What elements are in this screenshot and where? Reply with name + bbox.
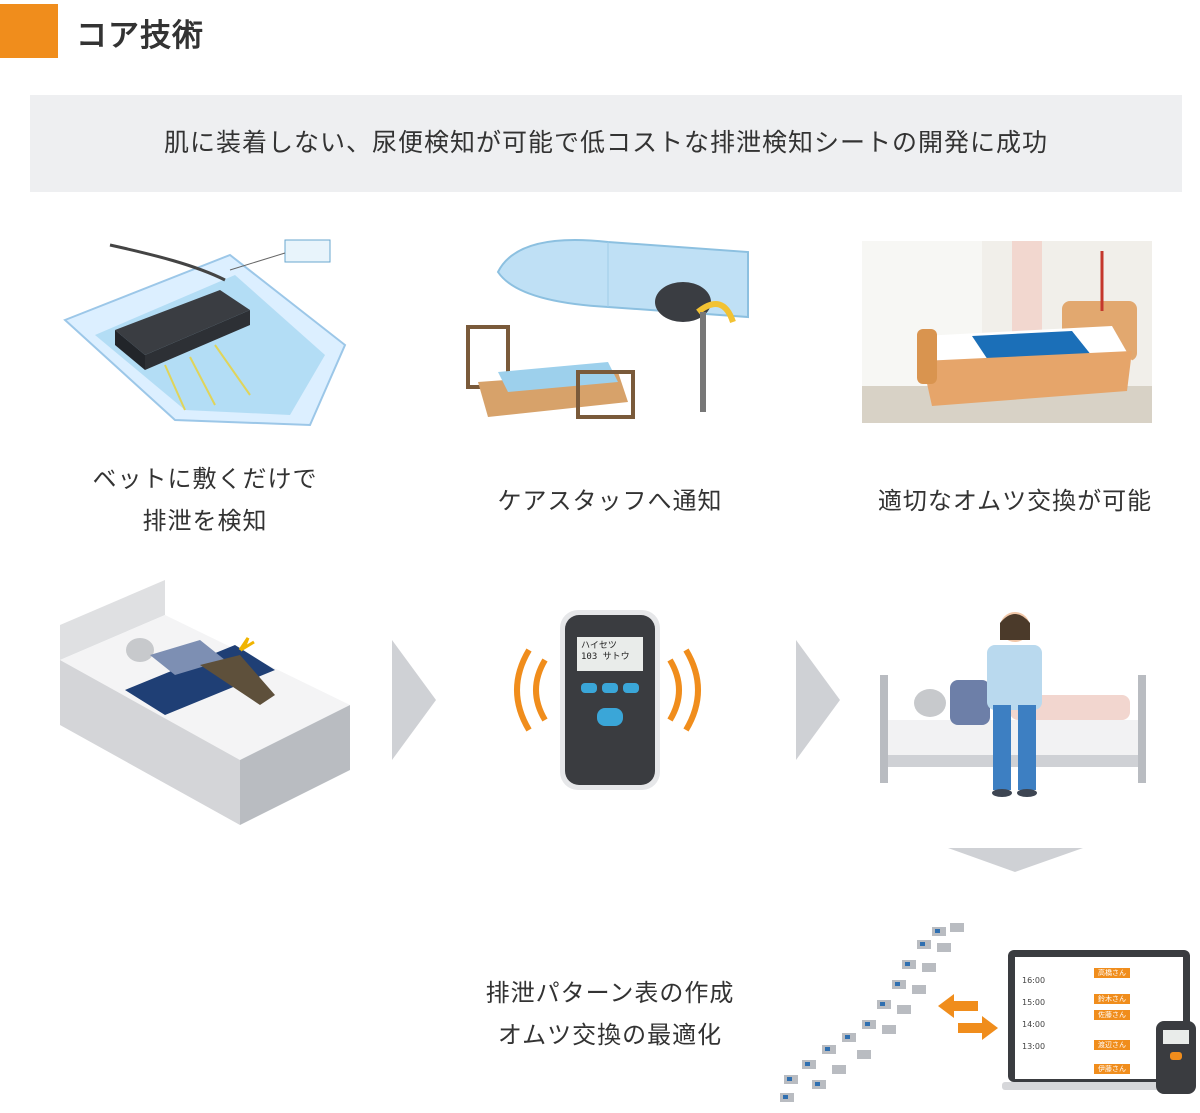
device-body — [514, 610, 701, 790]
schedule-time: 14:00 — [1022, 1020, 1046, 1029]
arrow-down-icon — [948, 848, 1083, 872]
arrow-right-icon — [796, 640, 840, 760]
header-accent-square — [0, 4, 58, 58]
schedule-entry: 鈴木さん — [1094, 994, 1130, 1004]
device-screen-line2: 103 サトウ — [581, 652, 630, 662]
bottom-caption: 排泄パターン表の作成 オムツ交換の最適化 — [460, 972, 760, 1056]
hospital-bed-photo — [862, 241, 1152, 423]
bed-sheet-sketch — [466, 239, 749, 419]
japan-network-map — [780, 923, 964, 1102]
schedule-entry: 伊藤さん — [1094, 1064, 1130, 1074]
schedule-entry: 渡辺さん — [1094, 1040, 1130, 1050]
step1-caption: ベットに敷くだけで 排泄を検知 — [55, 458, 355, 542]
caregiver-illustration — [880, 612, 1146, 797]
summary-banner: 肌に装着しない、尿便検知が可能で低コストな排泄検知シートの開発に成功 — [30, 95, 1182, 192]
arrow-right-icon — [392, 640, 436, 760]
device-screen: ハイセツ 103 サトウ — [581, 641, 630, 663]
notification-device: ハイセツ 103 サトウ — [505, 605, 710, 795]
bottom-caption-line2: オムツ交換の最適化 — [497, 1021, 723, 1049]
device-screen-line1: ハイセツ — [581, 641, 617, 651]
sync-arrows-icon — [938, 994, 998, 1040]
patient-bed-illustration — [60, 580, 350, 825]
schedule-time: 15:00 — [1022, 998, 1046, 1007]
schedule-entry: 佐藤さん — [1094, 1010, 1130, 1020]
schedule-entry: 高橋さん — [1094, 968, 1130, 978]
summary-banner-text: 肌に装着しない、尿便検知が可能で低コストな排泄検知シートの開発に成功 — [163, 128, 1048, 157]
step2-caption: ケアスタッフへ通知 — [497, 487, 723, 515]
schedule-laptop: 16:00 15:00 14:00 13:00 高橋さん 鈴木さん 佐藤さん 渡… — [1002, 948, 1192, 1098]
page-title: コア技術 — [76, 18, 204, 54]
step3-caption: 適切なオムツ交換が可能 — [877, 487, 1153, 515]
schedule-time: 16:00 — [1022, 976, 1046, 985]
step1-caption-line1: ベットに敷くだけで — [92, 465, 318, 493]
step1-caption-line2: 排泄を検知 — [142, 507, 268, 535]
handheld-device-small — [1156, 1021, 1196, 1094]
sensor-sheet-sketch — [63, 239, 347, 427]
bottom-caption-line1: 排泄パターン表の作成 — [485, 979, 735, 1007]
schedule-time: 13:00 — [1022, 1042, 1046, 1051]
